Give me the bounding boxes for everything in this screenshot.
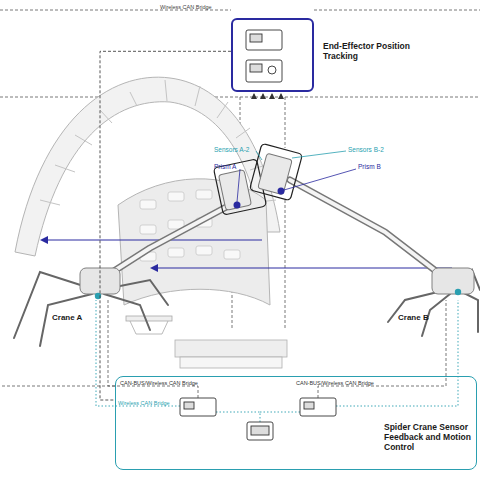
signal-label: Prism A bbox=[214, 163, 236, 170]
device-screen bbox=[251, 426, 269, 435]
opening bbox=[168, 248, 184, 257]
node-heading: End-Effector Position Tracking bbox=[323, 42, 415, 62]
opening bbox=[196, 246, 212, 255]
crane-leg bbox=[462, 292, 478, 332]
crane-b bbox=[250, 143, 480, 336]
crane-label: Crane A bbox=[52, 314, 82, 323]
work-table bbox=[126, 316, 172, 321]
effector-highlight bbox=[250, 143, 303, 200]
wireless-wire bbox=[216, 412, 260, 422]
crane-cab bbox=[432, 268, 474, 294]
tracking-wire bbox=[272, 94, 273, 97]
opening bbox=[168, 192, 184, 201]
crane-a bbox=[14, 159, 267, 346]
platform bbox=[175, 340, 287, 357]
prism-dot bbox=[278, 188, 285, 195]
network-connector bbox=[100, 51, 231, 400]
wireless-dotted-wires bbox=[96, 300, 458, 422]
controller-device bbox=[300, 398, 336, 416]
opening bbox=[196, 190, 212, 199]
leader-lines bbox=[237, 151, 356, 202]
leader-line bbox=[284, 169, 356, 190]
device-screen bbox=[250, 34, 262, 42]
sensor-wire bbox=[285, 97, 286, 148]
crane-boom-inner bbox=[290, 180, 445, 278]
crane-leg bbox=[388, 290, 446, 322]
tracking-device bbox=[246, 60, 282, 82]
node-heading: Spider Crane Sensor Feedback and Motion … bbox=[384, 423, 476, 452]
crane-sensor-dot bbox=[455, 289, 461, 295]
signal-label: Sensors B-2 bbox=[348, 146, 384, 153]
tracking-device bbox=[246, 30, 282, 50]
leader-line bbox=[292, 151, 346, 158]
tracking-wire bbox=[281, 94, 282, 97]
platform-base bbox=[180, 357, 282, 368]
wireless-wire bbox=[96, 300, 180, 406]
crane-sensor-dot bbox=[95, 293, 101, 299]
tracking-wire bbox=[254, 94, 255, 97]
wireless-wire bbox=[260, 412, 300, 413]
opening bbox=[140, 225, 156, 234]
crane-leg bbox=[40, 294, 92, 346]
device-screen bbox=[304, 402, 314, 409]
device-dial bbox=[268, 66, 276, 74]
leader-line bbox=[256, 151, 262, 160]
device-screen bbox=[250, 64, 262, 72]
arch-structure bbox=[15, 77, 287, 368]
control-computer bbox=[247, 422, 273, 440]
tracking-box: End-Effector Position Tracking bbox=[231, 18, 314, 92]
signal-label: Wireless CAN Bridge bbox=[160, 4, 212, 10]
device-screen bbox=[184, 402, 194, 409]
prism-dot bbox=[234, 202, 241, 209]
tracking-arrow bbox=[42, 240, 262, 241]
end-effector bbox=[219, 170, 252, 211]
wireless-wire bbox=[336, 300, 458, 406]
tracking-wire bbox=[263, 94, 264, 97]
opening bbox=[140, 200, 156, 209]
leader-line bbox=[237, 169, 240, 202]
tracking-arrow bbox=[152, 268, 452, 269]
wireless-wire bbox=[314, 10, 480, 11]
signal-label: Wireless CAN Bridge bbox=[118, 400, 170, 406]
crane-leg bbox=[104, 294, 150, 330]
end-effector bbox=[258, 153, 292, 195]
crane-boom bbox=[100, 205, 230, 280]
controller-device bbox=[180, 398, 216, 416]
sensor-wire bbox=[285, 200, 286, 330]
crane-label: Crane B bbox=[398, 314, 429, 323]
opening bbox=[224, 250, 240, 259]
crane-boom-inner bbox=[100, 205, 230, 280]
control-wire bbox=[0, 386, 115, 387]
signal-label: Sensors A-2 bbox=[214, 146, 249, 153]
control-box: Spider Crane Sensor Feedback and Motion … bbox=[115, 376, 477, 470]
network-wires bbox=[0, 10, 480, 398]
signal-label: Prism B bbox=[358, 163, 381, 170]
crane-cab bbox=[80, 268, 120, 294]
signal-label: CAN-BUS/Wireless CAN Bridge bbox=[296, 380, 374, 386]
signal-label: CAN-BUS/Wireless CAN Bridge bbox=[120, 380, 198, 386]
crane-boom bbox=[290, 180, 445, 278]
